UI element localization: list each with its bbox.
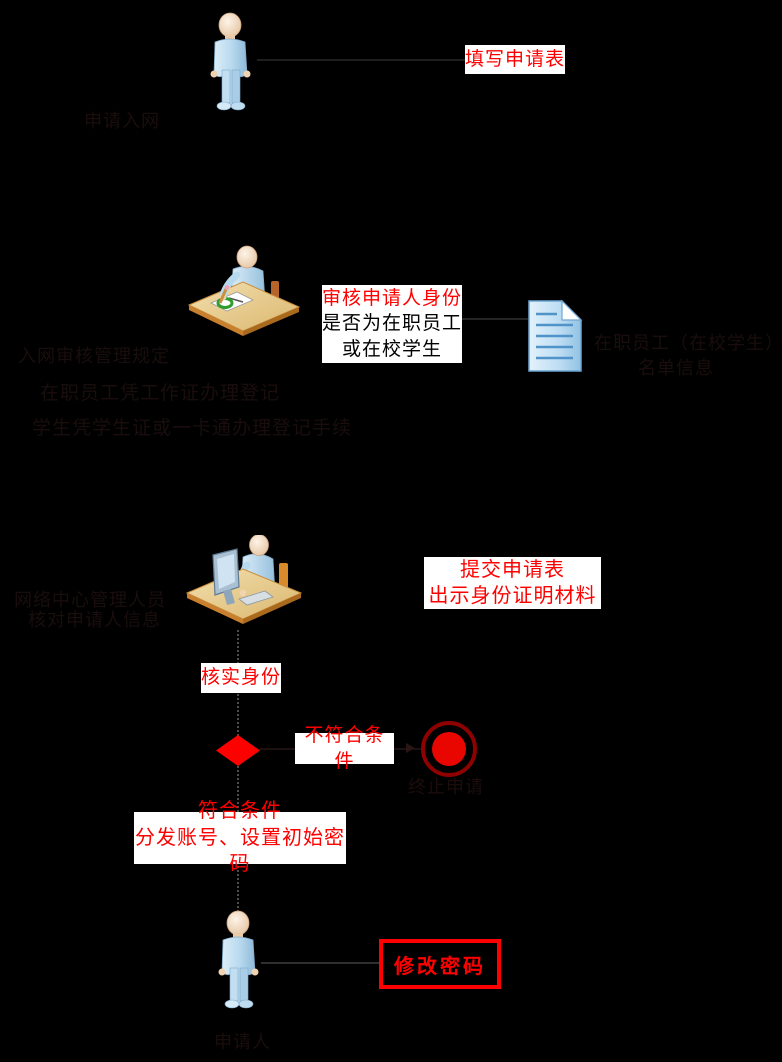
fill-form-text: 填写申请表 xyxy=(465,48,566,70)
policy-note-line1: 入网审核管理规定 xyxy=(18,346,170,366)
not-qualified-label: 不符合条件 xyxy=(295,725,394,772)
staff-note-line2: 核对申请人信息 xyxy=(28,610,161,630)
qualified-line2: 分发账号、设置初始密码 xyxy=(135,826,345,876)
connector-dotted-flow-line xyxy=(237,630,239,912)
user-person-icon xyxy=(210,910,268,1012)
arrowhead-to-final xyxy=(406,743,415,753)
top-faint-caption: 申请入网 xyxy=(84,111,160,131)
review-line2: 是否为在职员工 xyxy=(322,313,463,335)
bottom-faint-caption: 申请人 xyxy=(214,1032,271,1052)
connector-bottom-person-to-password xyxy=(261,962,379,964)
verify-identity-text: 核实身份 xyxy=(201,667,282,689)
submit-line2: 出示身份证明材料 xyxy=(428,585,597,607)
connector-top-person-to-fill-form xyxy=(257,59,465,61)
staff-note-line1: 网络中心管理人员 xyxy=(14,590,166,610)
decision-diamond xyxy=(216,735,260,766)
review-line1: 审核申请人身份 xyxy=(322,288,463,310)
applicant-person-icon xyxy=(202,12,260,114)
change-password-box: 修改密码 xyxy=(379,939,501,989)
fill-form-label: 填写申请表 xyxy=(465,45,565,74)
change-password-text: 修改密码 xyxy=(394,955,486,978)
document-note-line1: 在职员工（在校学生） xyxy=(594,333,782,353)
verify-identity-label: 核实身份 xyxy=(201,663,281,693)
document-note-line2: 名单信息 xyxy=(638,358,714,378)
verifier-computer-icon xyxy=(185,534,305,635)
review-line3: 或在校学生 xyxy=(341,338,442,360)
submit-line1: 提交申请表 xyxy=(460,558,565,581)
reviewer-desk-icon xyxy=(185,245,305,340)
terminate-note: 终止申请 xyxy=(408,777,484,797)
qualified-line1: 符合条件 xyxy=(198,800,282,823)
final-node-core xyxy=(432,732,466,766)
review-identity-box: 审核申请人身份 是否为在职员工 或在校学生 xyxy=(322,285,462,363)
qualified-box: 符合条件 分发账号、设置初始密码 xyxy=(134,800,346,875)
connector-review-to-document xyxy=(462,318,528,320)
submit-application-box: 提交申请表 出示身份证明材料 xyxy=(424,557,601,609)
policy-note-line2: 在职员工凭工作证办理登记 xyxy=(40,383,281,404)
final-node xyxy=(421,721,477,777)
not-qualified-text: 不符合条件 xyxy=(304,725,385,772)
document-icon xyxy=(527,299,583,373)
policy-note-line3: 学生凭学生证或一卡通办理登记手续 xyxy=(32,418,353,439)
